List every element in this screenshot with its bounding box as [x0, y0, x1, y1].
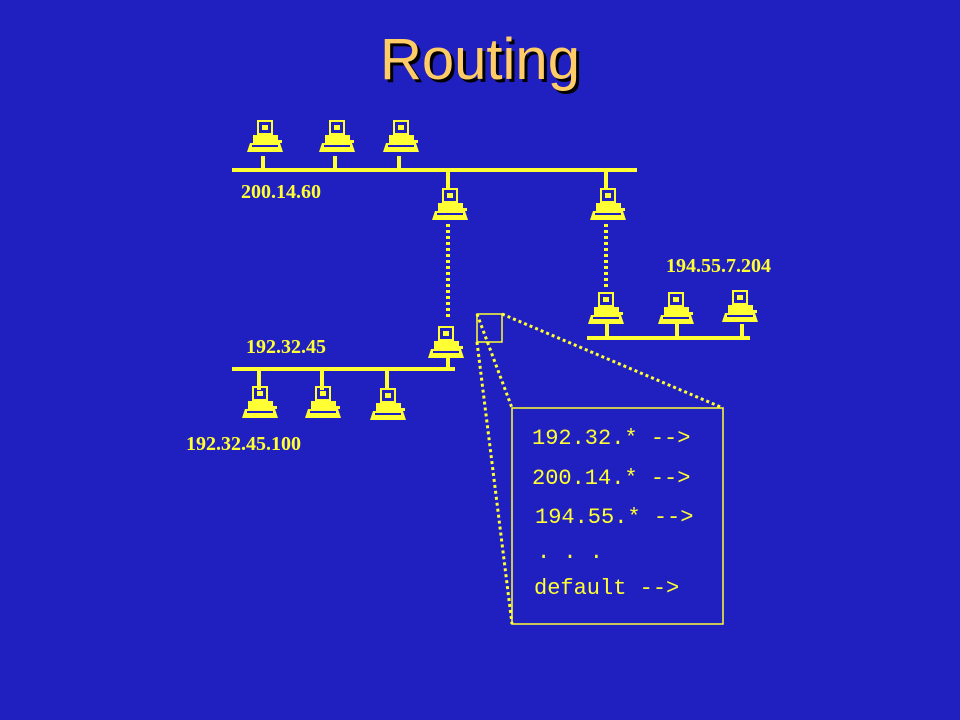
- computer-icon: [318, 120, 356, 153]
- routing-table-box: [511, 407, 724, 625]
- computer-icon: [304, 386, 342, 419]
- computer-icon: [721, 290, 759, 323]
- routing-entry: 200.14.* -->: [532, 466, 691, 491]
- host-label: 192.32.45.100: [186, 433, 301, 455]
- zoom-source-box: [476, 313, 503, 343]
- router-icon: [589, 188, 627, 221]
- router-icon: [587, 292, 625, 325]
- computer-icon: [382, 120, 420, 153]
- router-icon: [431, 188, 469, 221]
- slide-title: Routing: [380, 27, 580, 92]
- routing-entry: 192.32.* -->: [532, 426, 691, 451]
- network-label-bottom: 192.32.45: [246, 336, 326, 358]
- computer-icon: [246, 120, 284, 153]
- computer-icon: [241, 386, 279, 419]
- computer-icon: [369, 388, 407, 421]
- computer-icon: [657, 292, 695, 325]
- network-label-top: 200.14.60: [241, 181, 321, 203]
- routing-entry-ellipsis: . . .: [537, 540, 604, 565]
- routing-entry-default: default -->: [534, 576, 680, 601]
- network-label-right: 194.55.7.204: [666, 255, 771, 277]
- routing-entry: 194.55.* -->: [535, 505, 694, 530]
- router-icon: [427, 326, 465, 359]
